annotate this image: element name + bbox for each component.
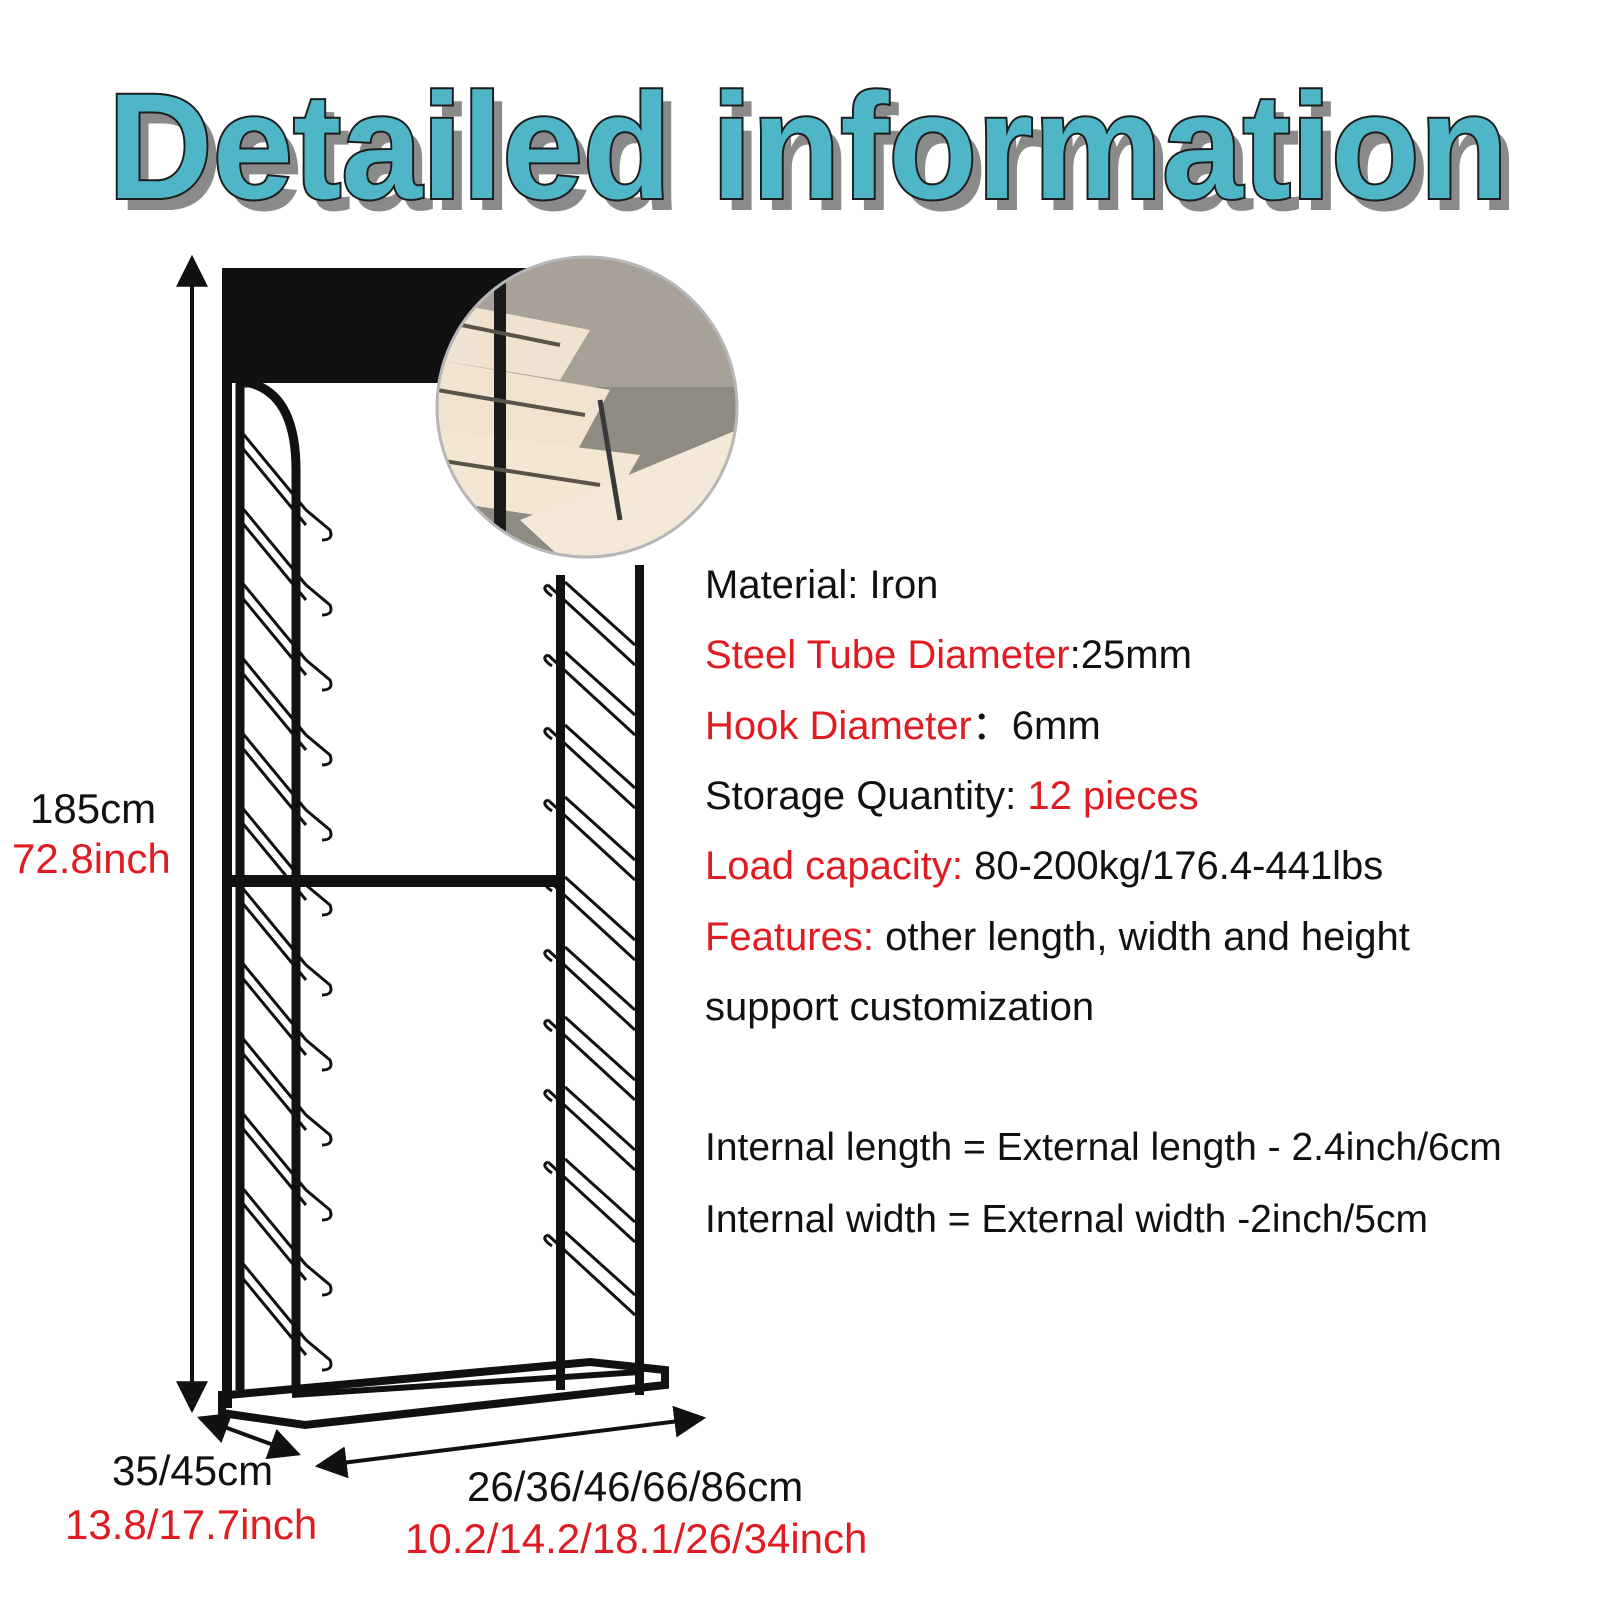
depth-inch-label: 13.8/17.7inch [65,1501,318,1548]
spec-storage-value: 12 pieces [1027,774,1199,818]
spec-storage-quantity: Storage Quantity: 12 pieces [705,776,1199,816]
detail-photo [437,257,737,557]
internal-length-note: Internal length = External length - 2.4i… [705,1126,1502,1169]
title-banner: Detailed information Detailed informatio… [106,60,1518,242]
left-hooks [238,429,333,1372]
rack-left-post [222,268,232,1408]
right-hooks [543,580,637,1317]
spec-hook-diameter: Hook Diameter：6mm [705,706,1101,746]
width-inch-label: 10.2/14.2/18.1/26/34inch [405,1515,868,1562]
depth-arrow [196,1412,302,1460]
spec-tube-value: :25mm [1069,633,1192,677]
spec-hook-label: Hook Diameter [705,704,972,748]
rack-base [218,1357,669,1430]
spec-features: Features: other length, width and height [705,917,1410,957]
spec-material: Material: Iron [705,565,938,605]
spec-hook-value: ：6mm [971,704,1101,748]
width-arrow [314,1405,707,1479]
spec-storage-label: Storage Quantity: [705,774,1028,818]
spec-material-value: Iron [858,563,939,607]
detail-photo-border [435,255,739,559]
spec-load-label: Load capacity: [705,844,963,888]
spec-material-label: Material: [705,563,859,607]
spec-load-value: 80-200kg/176.4-441lbs [962,844,1384,888]
rack-arched-frame [235,378,301,1390]
width-cm-label: 26/36/46/66/86cm [467,1463,804,1510]
rack-right-frame [556,575,565,1390]
rack-base-inner [291,1369,641,1398]
spec-features-label: Features: [705,915,874,959]
rack-right-post [635,565,644,1395]
title-shadow: Detailed information [118,74,1518,242]
spec-features-continued: support customization [705,985,1095,1029]
spec-tube-diameter: Steel Tube Diameter:25mm [705,635,1192,675]
spec-load-capacity: Load capacity: 80-200kg/176.4-441lbs [705,846,1383,886]
height-cm-label: 185cm [30,785,157,832]
height-inch-label: 72.8inch [12,835,171,882]
title-text: Detailed information [108,62,1508,230]
rack-middle-bar [222,875,565,887]
spec-tube-label: Steel Tube Diameter [705,633,1070,677]
depth-cm-label: 35/45cm [112,1447,274,1494]
internal-width-note: Internal width = External width -2inch/5… [705,1198,1428,1241]
spec-features-value: other length, width and height [873,915,1410,959]
